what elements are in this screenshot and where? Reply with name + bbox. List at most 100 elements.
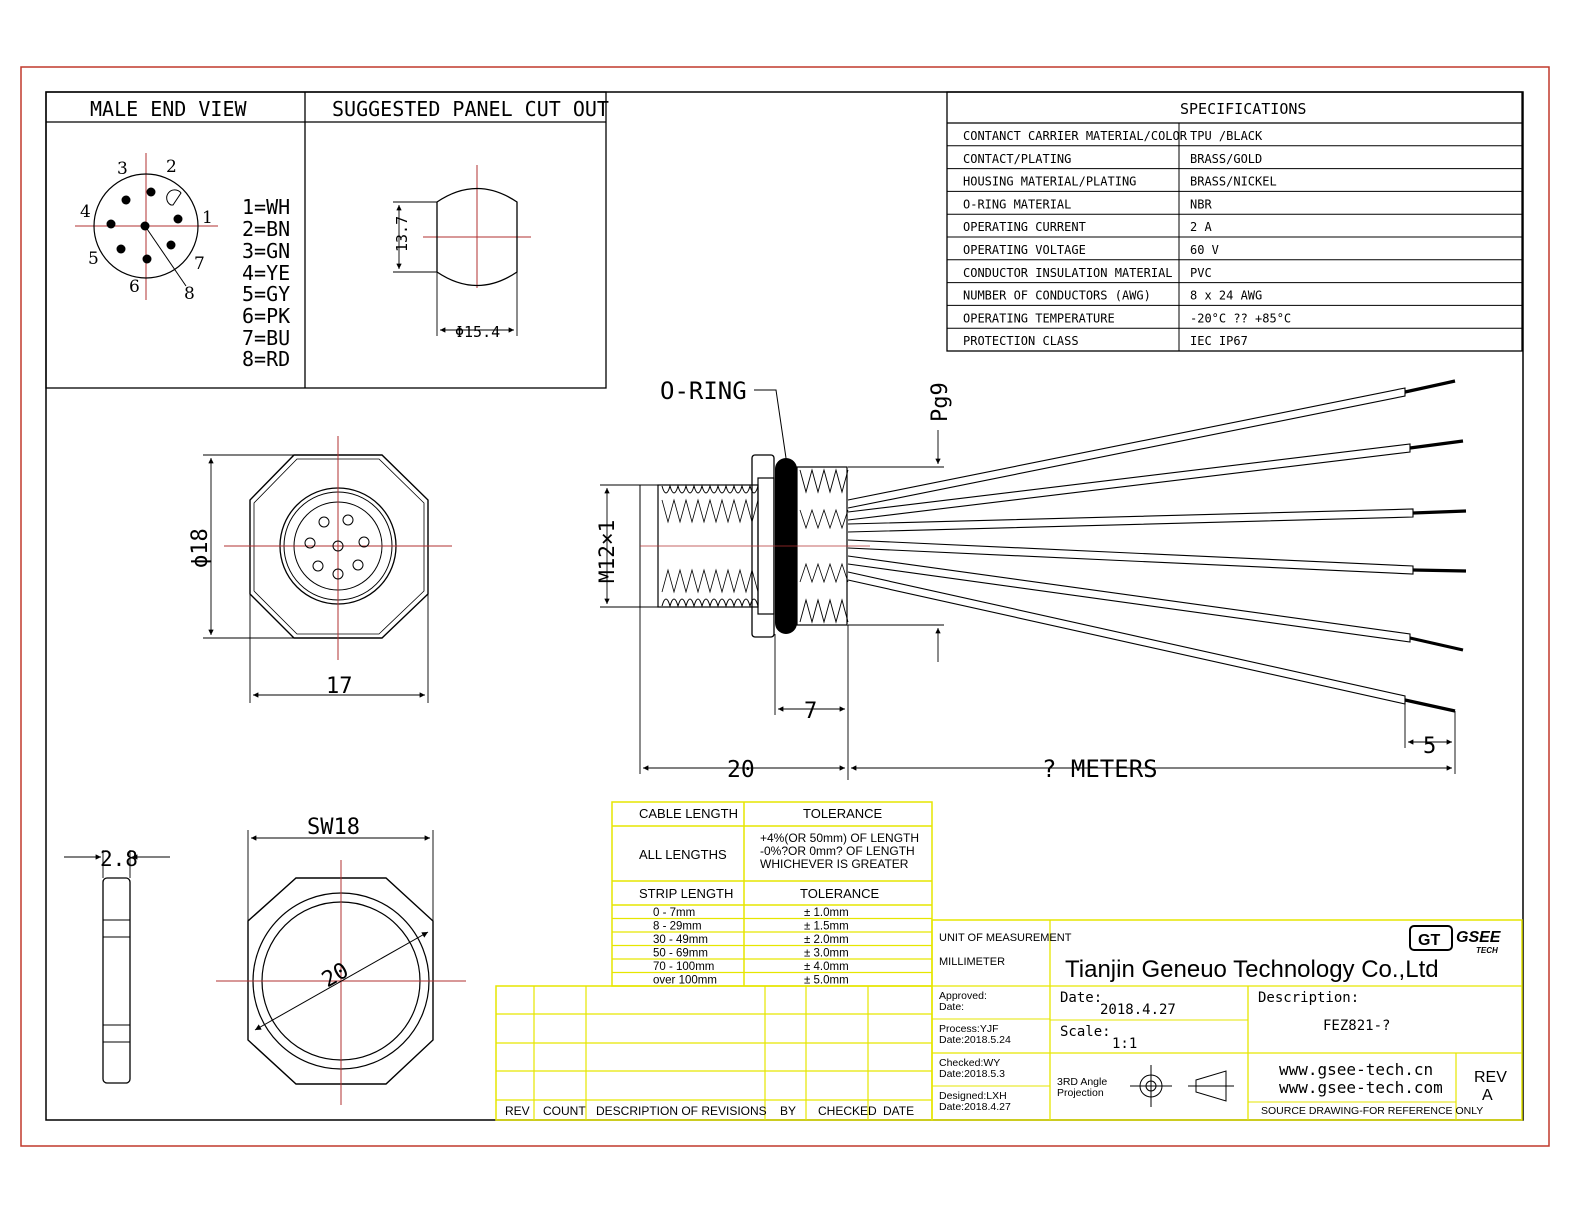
pin-legend-4: 4=YE — [242, 261, 290, 285]
spec-value: 2 A — [1190, 220, 1212, 234]
front-width-dim: 17 — [326, 674, 353, 699]
rev-header-date: DATE — [883, 1104, 914, 1118]
spec-value: BRASS/GOLD — [1190, 152, 1262, 166]
spec-label: CONDUCTOR INSULATION MATERIAL — [963, 266, 1173, 280]
source-note: SOURCE DRAWING-FOR REFERENCE ONLY — [1261, 1105, 1483, 1117]
cutout-height-dim: 13.7 — [393, 216, 411, 252]
tol-header-tolerance-2: TOLERANCE — [800, 886, 880, 901]
pin-legend-5: 5=GY — [242, 282, 290, 306]
rev-header-checked: CHECKED — [818, 1104, 877, 1118]
spec-value: NBR — [1190, 197, 1212, 211]
cable-wires — [847, 387, 1414, 705]
specifications-table: SPECIFICATIONS CONTANCT CARRIER MATERIAL… — [946, 91, 1523, 352]
spec-value: BRASS/NICKEL — [1190, 175, 1277, 189]
tol-all-line-3: WHICHEVER IS GREATER — [760, 857, 909, 871]
company-logo: GT GSEE TECH — [1409, 925, 1502, 955]
tol-header-strip-length: STRIP LENGTH — [639, 886, 733, 901]
unit-value: MILLIMETER — [939, 956, 1005, 968]
rev-header-rev: REV — [505, 1104, 530, 1118]
designed-label: Designed:LXH — [939, 1090, 1007, 1102]
tol-strip-length: 8 - 29mm — [653, 921, 702, 933]
description-value: FEZ821-? — [1323, 1018, 1390, 1034]
process-date: Date:2018.5.24 — [939, 1034, 1011, 1046]
spec-label: PROTECTION CLASS — [963, 334, 1079, 348]
tol-all-lengths: ALL LENGTHS — [639, 847, 727, 862]
rev-header-count: COUNT — [543, 1104, 586, 1118]
nut-front-view: 20 SW18 — [216, 815, 466, 1105]
twenty-dim: 20 — [727, 757, 755, 783]
spec-label: OPERATING TEMPERATURE — [963, 311, 1115, 325]
spec-value: -20°C ?? +85°C — [1190, 311, 1291, 325]
pin-legend-6: 6=PK — [242, 304, 290, 328]
tol-strip-tolerance: ± 4.0mm — [804, 961, 849, 973]
pin-number-2: 2 — [166, 157, 177, 177]
date-value: 2018.4.27 — [1100, 1002, 1176, 1018]
checked-date: Date:2018.5.3 — [939, 1068, 1005, 1080]
pin-number-1: 1 — [202, 208, 213, 228]
nut-wrench-dim: SW18 — [307, 815, 360, 840]
rev-label: REV — [1474, 1069, 1507, 1086]
spec-value: TPU /BLACK — [1190, 129, 1263, 143]
pin-number-4: 4 — [80, 202, 91, 222]
pin-number-3: 3 — [117, 159, 128, 179]
projection-line-1: 3RD Angle — [1057, 1076, 1107, 1088]
nut-diag-dim: 20 — [318, 958, 353, 993]
pin-legend-3: 3=GN — [242, 239, 290, 263]
length-dim: ? METERS — [1042, 755, 1158, 783]
nut-thickness-dim: 2.8 — [100, 847, 138, 871]
pin-legend-1: 1=WH — [242, 195, 290, 219]
spec-label: OPERATING CURRENT — [963, 220, 1086, 234]
logo-monogram: GT — [1418, 932, 1440, 949]
unit-label: UNIT OF MEASUREMENT — [939, 932, 1072, 944]
pin-number-8: 8 — [184, 284, 195, 304]
spec-label: O-RING MATERIAL — [963, 197, 1071, 211]
pg9-dim: Pg9 — [928, 382, 953, 422]
oring-label: O-RING — [660, 377, 747, 405]
tol-strip-length: 30 - 49mm — [653, 934, 708, 946]
approved-date: Date: — [939, 1001, 964, 1013]
tol-all-line-1: +4%(OR 50mm) OF LENGTH — [760, 831, 919, 845]
pin-legend-7: 7=BU — [242, 326, 290, 350]
pin-legend-2: 2=BN — [242, 217, 290, 241]
seven-dim: 7 — [804, 699, 817, 724]
spec-label: CONTANCT CARRIER MATERIAL/COLOR — [963, 129, 1188, 143]
pinout-panel: MALE END VIEW SUGGESTED PANEL CUT OUT 1 … — [45, 91, 609, 389]
rev-value: A — [1482, 1087, 1493, 1104]
tol-strip-tolerance: ± 1.0mm — [804, 907, 849, 919]
spec-label: HOUSING MATERIAL/PLATING — [963, 175, 1136, 189]
projection-symbol-icon — [1130, 1065, 1234, 1107]
spec-value: PVC — [1190, 266, 1212, 280]
projection-line-2: Projection — [1057, 1087, 1104, 1099]
outer-frame — [20, 66, 1550, 1147]
strip-dim: 5 — [1423, 734, 1436, 759]
front-view: ϕ18 17 — [188, 436, 452, 703]
side-view: O-RING Pg9 M12×1 — [595, 377, 1467, 783]
approved-label: Approved: — [939, 990, 987, 1002]
spec-value: 8 x 24 AWG — [1190, 289, 1262, 303]
logo-brand: GSEE — [1456, 929, 1502, 946]
scale-label: Scale: — [1060, 1024, 1111, 1040]
tol-strip-length: 0 - 7mm — [653, 907, 695, 919]
pinout-title: MALE END VIEW — [90, 97, 247, 121]
tolerance-table: CABLE LENGTH TOLERANCE ALL LENGTHS +4%(O… — [611, 801, 933, 987]
tol-strip-tolerance: ± 2.0mm — [804, 934, 849, 946]
tol-strip-length: 50 - 69mm — [653, 948, 708, 960]
specs-title: SPECIFICATIONS — [1180, 100, 1306, 118]
tol-strip-length: 70 - 100mm — [653, 961, 714, 973]
rev-header-by: BY — [780, 1104, 796, 1118]
tol-header-cable-length: CABLE LENGTH — [639, 806, 738, 821]
date-label: Date: — [1060, 990, 1102, 1006]
website-cn: www.gsee-tech.cn — [1279, 1060, 1433, 1079]
pin-number-7: 7 — [194, 254, 205, 274]
revisions-table: REV COUNT DESCRIPTION OF REVISIONS BY CH… — [495, 985, 933, 1121]
spec-label: OPERATING VOLTAGE — [963, 243, 1086, 257]
thread-dim: M12×1 — [595, 520, 619, 583]
title-block: UNIT OF MEASUREMENT MILLIMETER Tianjin G… — [931, 919, 1523, 1121]
spec-label: NUMBER OF CONDUCTORS (AWG) — [963, 289, 1151, 303]
designed-date: Date:2018.4.27 — [939, 1101, 1011, 1113]
spec-label: CONTACT/PLATING — [963, 152, 1071, 166]
tol-strip-tolerance: ± 1.5mm — [804, 921, 849, 933]
front-diameter-dim: ϕ18 — [188, 528, 213, 568]
cutout-diameter-dim: Φ15.4 — [455, 323, 500, 341]
